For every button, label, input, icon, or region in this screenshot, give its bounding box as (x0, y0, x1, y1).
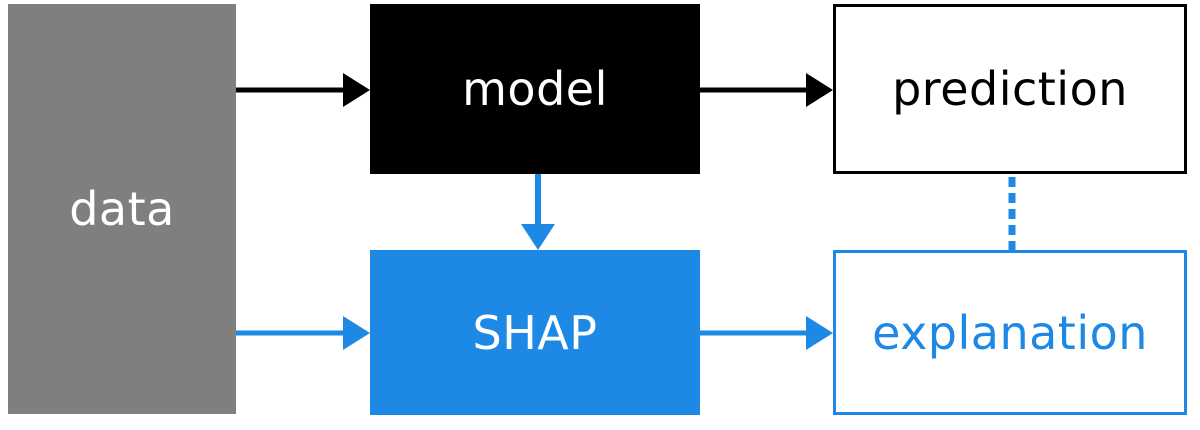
prediction-box: prediction (833, 4, 1187, 174)
model-box: model (370, 4, 700, 174)
data-label: data (69, 182, 175, 236)
prediction-label: prediction (892, 62, 1128, 116)
data-box: data (8, 4, 236, 414)
model-label: model (462, 62, 608, 116)
explanation-label: explanation (872, 305, 1148, 360)
arrowhead-data-to-model (343, 73, 370, 107)
arrowhead-model-to-shap (521, 224, 555, 250)
arrowhead-shap-to-explanation (806, 316, 833, 350)
arrowhead-data-to-shap (343, 316, 370, 350)
shap-label: SHAP (472, 305, 598, 360)
shap-box: SHAP (370, 250, 700, 415)
arrowhead-model-to-prediction (806, 73, 833, 107)
explanation-box: explanation (833, 250, 1187, 415)
